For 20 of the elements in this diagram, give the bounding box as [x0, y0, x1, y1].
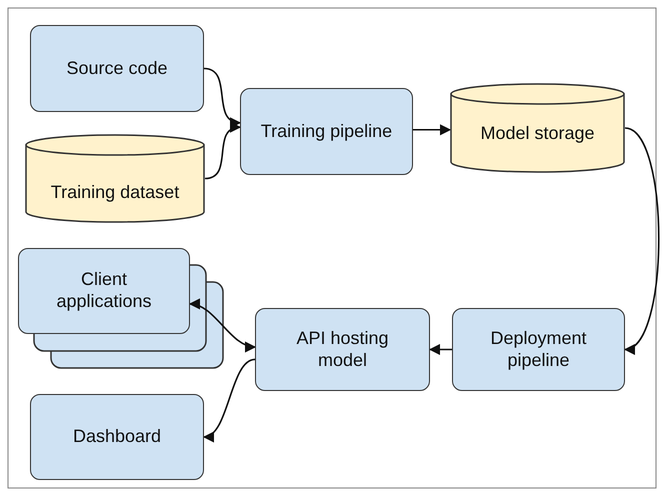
- arrow: [204, 68, 242, 127]
- process-box: [30, 394, 204, 480]
- node-label: Dashboard: [72, 426, 162, 448]
- arrow: [428, 344, 452, 356]
- process-box: [30, 25, 204, 112]
- node-label: Deployment pipeline: [489, 328, 588, 372]
- arrow: [204, 123, 242, 180]
- process-box: [452, 308, 625, 391]
- process-box: [18, 248, 190, 334]
- arrow: [413, 124, 452, 136]
- node-label: Training pipeline: [260, 120, 392, 142]
- node-label: Source code: [66, 58, 168, 80]
- node-label: Training dataset: [50, 182, 180, 204]
- arrow: [188, 300, 256, 352]
- node-label: Client applications: [55, 269, 153, 313]
- process-box: [255, 308, 430, 391]
- node-label: API hosting model: [295, 328, 390, 372]
- node-label: Model storage: [480, 123, 595, 145]
- arrow: [202, 358, 256, 440]
- process-box: [240, 88, 413, 175]
